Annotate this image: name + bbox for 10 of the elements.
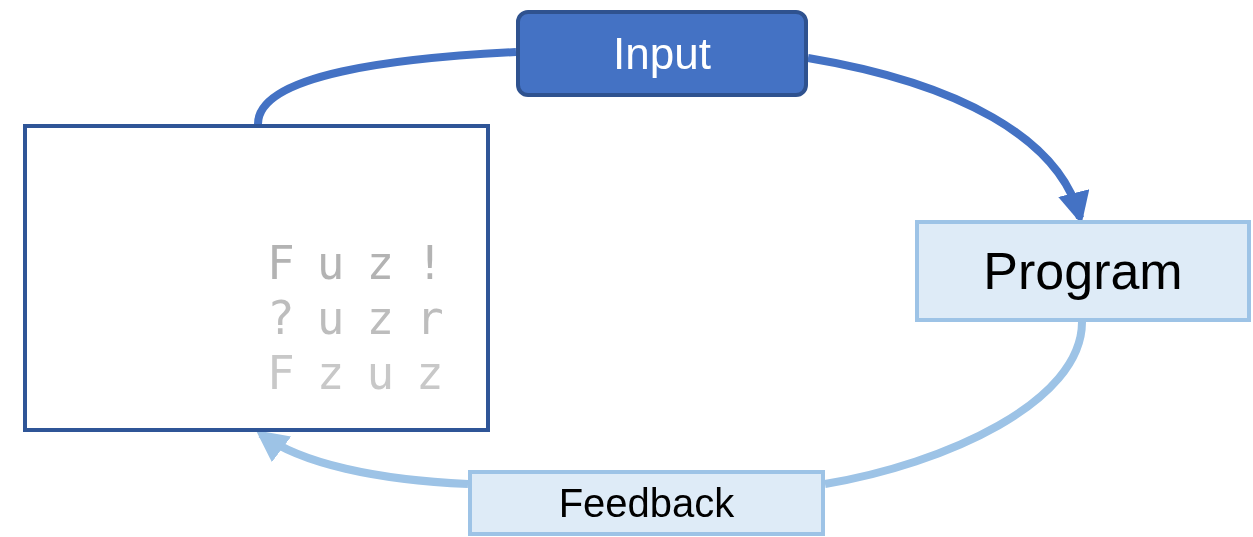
box-label: Feedback — [558, 480, 735, 527]
box-label: Program — [983, 241, 1183, 302]
process-box — [516, 10, 808, 97]
mutated-string: Fuz! — [267, 236, 466, 291]
process-box — [915, 220, 1251, 322]
text-panel — [23, 124, 490, 432]
connector-arrow — [255, 430, 469, 488]
process-box — [468, 470, 825, 536]
box-label: Input — [613, 27, 711, 80]
mutated-string: ?uzr — [267, 291, 466, 346]
